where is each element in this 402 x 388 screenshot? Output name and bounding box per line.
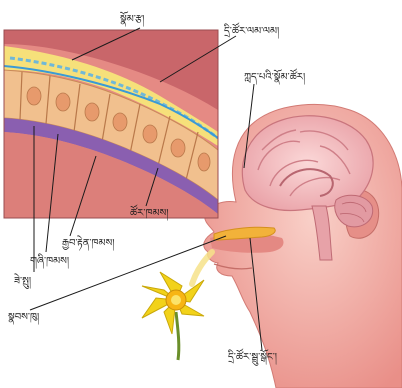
label-olfactory-nerve: སྣོམ་རྩ།	[120, 14, 144, 26]
label-supporting-cells: རྒྱབ་རྟེན་ཁམས།	[62, 238, 115, 250]
label-basal-cells: གཞི་ཁམས།	[30, 256, 69, 268]
label-olfactory-tract: དྲི་ཚོར་ལམ་ལམ།	[224, 26, 279, 38]
label-mucus: སྣབས་ཁུ།	[8, 312, 39, 324]
label-olfactory-cortex: ཀླད་པའི་སྣོམ་ཚོར།	[244, 72, 305, 84]
label-olfactory-bulb: དྲི་ཚོར་སྦྲུ་སྒོང་།	[228, 352, 277, 364]
label-cilia: ཟེ་སྤུ།	[14, 276, 31, 288]
epithelium-zoom-panel	[4, 30, 218, 218]
scent-stream	[192, 252, 212, 284]
label-receptor-cells: ཚོར་ཁམས།	[130, 208, 168, 220]
